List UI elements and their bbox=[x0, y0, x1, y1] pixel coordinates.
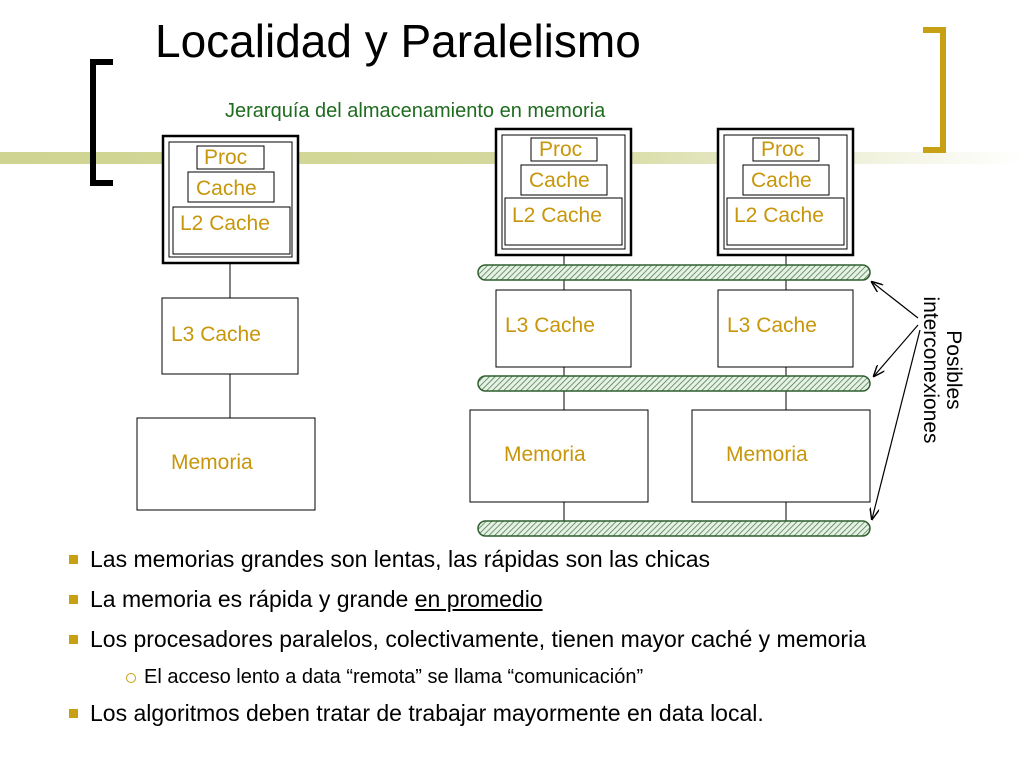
p1-mem-label: Memoria bbox=[504, 443, 586, 466]
single-node-inner-box bbox=[168, 141, 293, 258]
single-mem-label: Memoria bbox=[171, 451, 253, 474]
slide-subtitle: Jerarquía del almacenamiento en memoria bbox=[225, 100, 606, 122]
interconnect-bus-1 bbox=[477, 264, 871, 281]
bullet-square-icon bbox=[69, 555, 78, 564]
p1-l2-label: L2 Cache bbox=[512, 204, 602, 227]
p1-node-inner-box bbox=[501, 134, 626, 250]
single-proc-label: Proc bbox=[204, 146, 248, 169]
bullet-item: Los algoritmos deben tratar de trabajar … bbox=[66, 698, 996, 729]
interconnect-bus-3 bbox=[477, 520, 871, 537]
single-cache-box bbox=[187, 171, 275, 203]
bullet-circle-icon bbox=[126, 673, 136, 683]
interconnect-label-text: Posibles interconexiones bbox=[919, 296, 966, 444]
bullet-item: Los procesadores paralelos, colectivamen… bbox=[66, 624, 996, 655]
right-bracket bbox=[923, 27, 946, 153]
arrow-to-bus-3 bbox=[872, 329, 921, 519]
bullet-text: La memoria es rápida y grande bbox=[90, 586, 415, 612]
sub-bullet-item: El acceso lento a data “remota” se llama… bbox=[66, 664, 996, 690]
p1-proc-box bbox=[530, 137, 598, 162]
p1-l3-label: L3 Cache bbox=[505, 314, 595, 337]
bullet-underlined-text: en promedio bbox=[414, 586, 543, 612]
p1-cache-box bbox=[520, 164, 608, 196]
bullet-square-icon bbox=[69, 595, 78, 604]
bullet-text: Las memorias grandes son lentas, las ráp… bbox=[90, 546, 711, 572]
single-mem-box bbox=[136, 417, 316, 511]
p2-cache-label: Cache bbox=[751, 169, 812, 192]
p2-l2-label: L2 Cache bbox=[734, 204, 824, 227]
bullet-item: La memoria es rápida y grande en promedi… bbox=[66, 584, 996, 615]
p2-proc-label: Proc bbox=[761, 138, 805, 161]
interconnect-label: Posibles interconexiones bbox=[919, 296, 965, 443]
left-bracket bbox=[90, 59, 113, 186]
p2-cache-box bbox=[742, 164, 830, 196]
sub-bullet-text: El acceso lento a data “remota” se llama… bbox=[144, 666, 644, 688]
p2-node-inner-box bbox=[723, 134, 848, 250]
p1-mem-box bbox=[469, 409, 649, 503]
bullet-list: Las memorias grandes son lentas, las ráp… bbox=[66, 544, 996, 738]
bullet-text: Los algoritmos deben tratar de trabajar … bbox=[90, 700, 764, 726]
single-l2-box bbox=[172, 206, 291, 255]
p2-l3-label: L3 Cache bbox=[727, 314, 817, 337]
bullet-item: Las memorias grandes son lentas, las ráp… bbox=[66, 544, 996, 575]
single-l2-label: L2 Cache bbox=[180, 212, 270, 235]
p2-proc-box bbox=[752, 137, 820, 162]
bullet-text: Los procesadores paralelos, colectivamen… bbox=[90, 626, 866, 652]
p2-mem-box bbox=[691, 409, 871, 503]
slide-title: Localidad y Paralelismo bbox=[155, 15, 641, 67]
arrow-to-bus-2 bbox=[874, 324, 919, 376]
bullet-square-icon bbox=[69, 635, 78, 644]
single-l3-label: L3 Cache bbox=[171, 323, 261, 346]
p1-proc-label: Proc bbox=[539, 138, 583, 161]
arrow-to-bus-1 bbox=[872, 282, 919, 319]
p1-l2-box bbox=[504, 197, 623, 246]
p1-cache-label: Cache bbox=[529, 169, 590, 192]
p2-mem-label: Memoria bbox=[726, 443, 808, 466]
interconnect-bus-2 bbox=[477, 375, 871, 392]
bullet-square-icon bbox=[69, 709, 78, 718]
p2-l2-box bbox=[726, 197, 845, 246]
single-cache-label: Cache bbox=[196, 177, 257, 200]
p2-l3-box bbox=[717, 289, 854, 368]
single-proc-box bbox=[196, 145, 265, 170]
p1-l3-box bbox=[495, 289, 632, 368]
